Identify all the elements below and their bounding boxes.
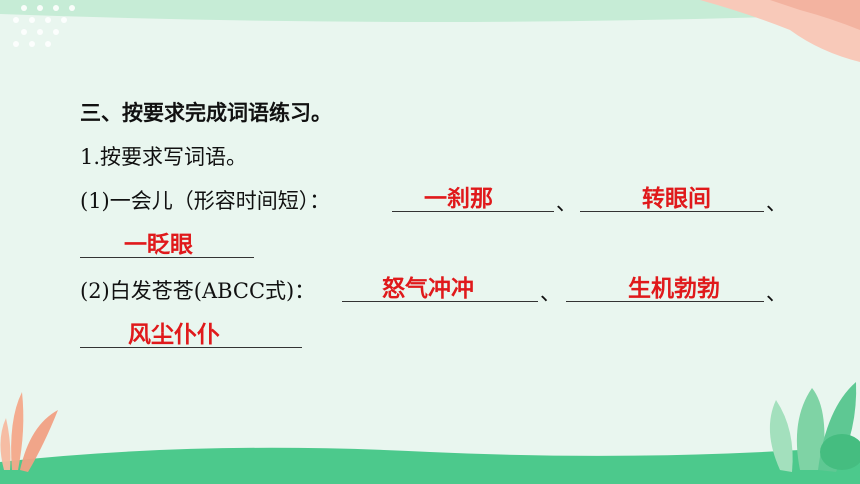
item-2-blank-1 [342,301,538,302]
item-2-separator-2: 、 [766,281,787,305]
item-1-prompt: (1)一会儿（形容时间短）： [80,189,331,213]
item-1-answer-1: 一刹那 [424,186,493,212]
plant-right-decoration [769,382,860,472]
item-1-blank-2 [580,211,764,212]
bottom-band [0,446,860,484]
item-2-answer-1: 怒气冲冲 [382,276,474,302]
item-1-separator-2: 、 [766,191,787,215]
question-1-title: 1.按要求写词语。 [80,145,248,169]
item-1-answer-3: 一眨眼 [124,232,193,258]
item-1-blank-3 [80,257,254,258]
plant-left-decoration [0,392,58,472]
item-2-blank-2 [566,301,764,302]
item-1-separator-1: 、 [556,191,577,215]
top-band [0,0,860,22]
item-1-answer-2: 转眼间 [642,186,711,212]
item-2-blank-3 [80,347,302,348]
dots-decoration [13,5,75,47]
item-2-separator-1: 、 [540,281,561,305]
item-2-answer-3: 风尘仆仆 [128,322,220,348]
section-heading: 三、按要求完成词语练习。 [80,101,332,125]
item-2-prompt: (2)白发苍苍(ABCC式)： [80,279,316,303]
item-2-answer-2: 生机勃勃 [628,276,720,302]
item-1-blank-1 [392,211,554,212]
